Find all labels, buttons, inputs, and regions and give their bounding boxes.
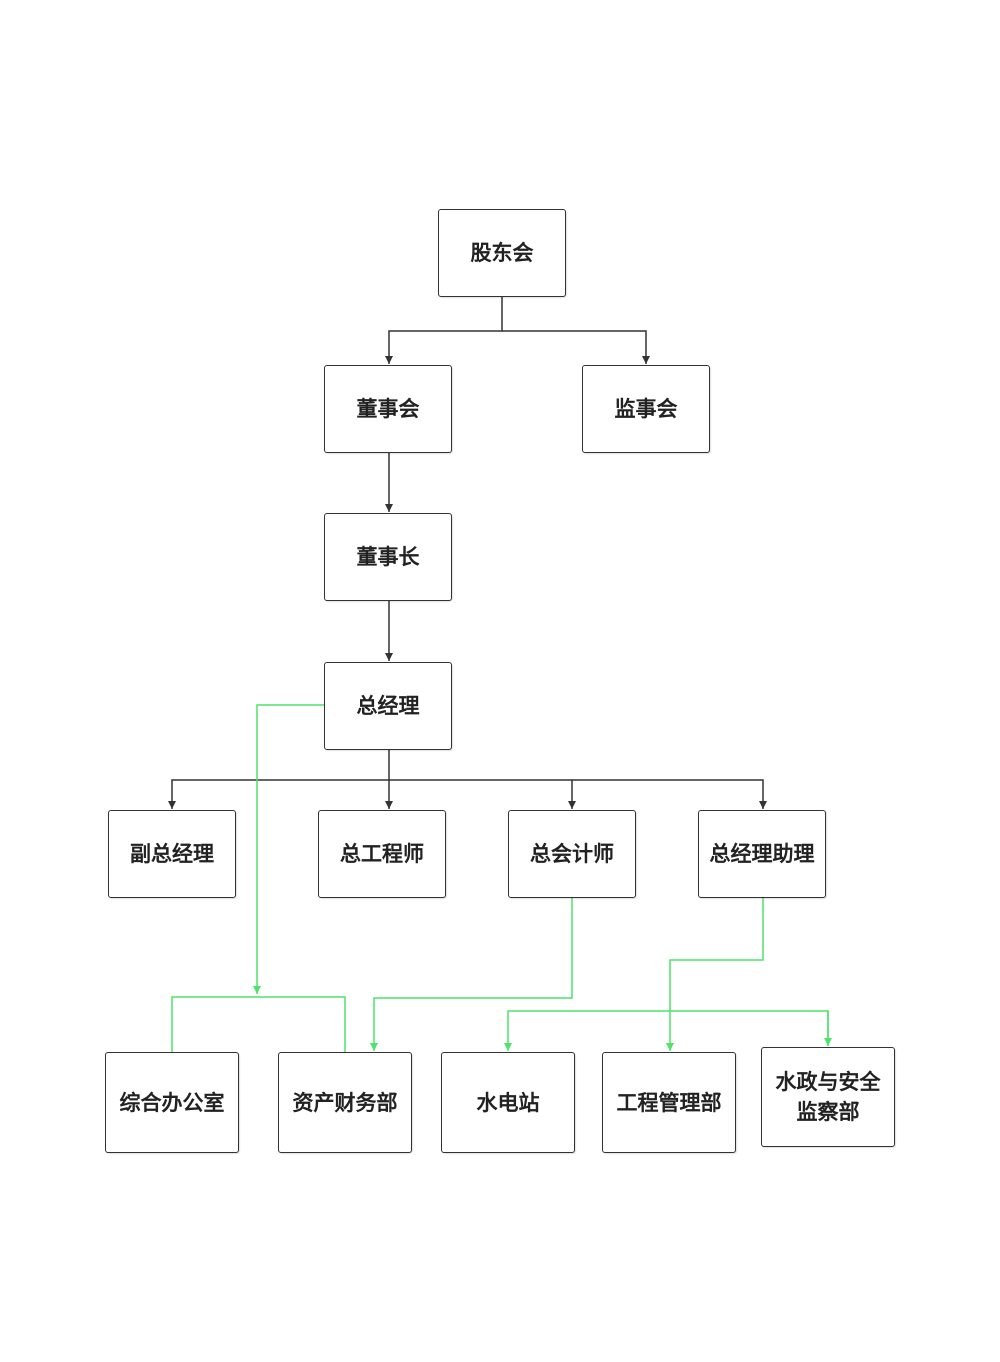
connector-assistant-engineering: [666, 898, 764, 1051]
connector-hydro-bus: [504, 1010, 829, 1051]
connector-gm-bus: [168, 750, 390, 809]
connector-shareholders-board: [385, 297, 503, 364]
node-label-line-1: 水政与安全: [775, 1070, 881, 1094]
node-water-administration-safety-dept: 水政与安全 监察部: [761, 1047, 895, 1147]
node-hydropower-station: 水电站: [441, 1052, 575, 1153]
node-label-line-2: 监察部: [796, 1100, 860, 1124]
node-chairman: 董事长: [324, 513, 452, 601]
connector-office-finance-link: [171, 996, 346, 1052]
node-general-manager: 总经理: [324, 662, 452, 750]
node-supervisory-board: 监事会: [582, 365, 710, 453]
node-board-of-directors: 董事会: [324, 365, 452, 453]
node-engineering-management-dept: 工程管理部: [602, 1052, 736, 1153]
connector-accountant-finance: [370, 898, 573, 1051]
node-shareholders-meeting: 股东会: [438, 209, 566, 297]
node-general-office: 综合办公室: [105, 1052, 239, 1153]
connector-gm-chief-accountant: [389, 779, 576, 809]
node-gm-assistant: 总经理助理: [698, 810, 826, 898]
connector-shareholders-supervisors: [502, 330, 650, 364]
node-chief-engineer: 总工程师: [318, 810, 446, 898]
node-chief-accountant: 总会计师: [508, 810, 636, 898]
node-deputy-general-manager: 副总经理: [108, 810, 236, 898]
connector-gm-assistant: [572, 779, 767, 809]
connector-gm-admin-branch: [253, 704, 324, 994]
node-asset-finance-dept: 资产财务部: [278, 1052, 412, 1153]
